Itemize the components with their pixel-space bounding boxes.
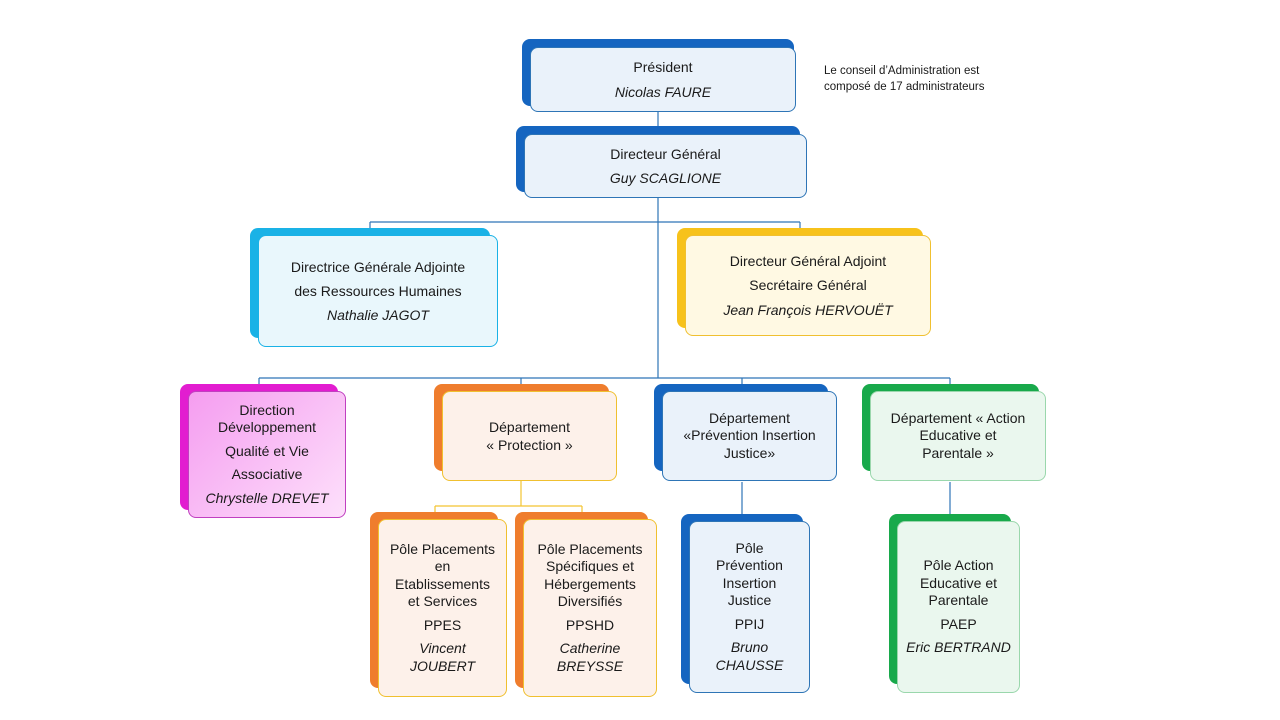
dg-title: Directeur Général [610,145,721,162]
paep-line3: Parentale [928,592,989,609]
dep-aep-line2: Educative et [919,427,997,444]
ppes-line2: en [434,558,451,575]
ppes-line1: Pôle Placements [389,540,496,557]
dgarh-line2: des Ressources Humaines [294,282,462,299]
ddqva-name: Chrystelle DREVET [205,489,329,506]
ppshd-line4: Diversifiés [557,593,623,610]
board-note-line2: composé de 17 administrateurs [824,81,985,94]
ppes-line4: et Services [407,593,478,610]
dep-aep-line1: Département « Action [890,409,1026,426]
dep-protection-line1: Département [489,418,570,435]
dgarh-name: Nathalie JAGOT [327,307,429,324]
board-note-line1: Le conseil d’Administration est [824,65,980,77]
dga-line1: Directeur Général Adjoint [729,253,887,270]
president-title: Président [633,59,693,76]
president-name: Nicolas FAURE [614,83,712,100]
paep-line1: Pôle Action [923,557,994,574]
ddqva-line2: Développement [217,419,317,436]
ddqva-line3: Qualité et Vie [225,442,309,459]
ppshd-line2: Spécifiques et [546,558,634,575]
dep-protection-line2: « Protection » [486,437,573,453]
ppshd-name1: Catherine [559,640,621,657]
ppes-line3: Etablissements [395,575,490,592]
ppes-abbr: PPES [423,616,462,633]
paep-abbr: PAEP [940,615,977,632]
dg-name: Guy SCAGLIONE [609,170,722,186]
ppshd-line3: Hébergements [544,575,636,592]
ppij-name: Bruno CHAUSSE [715,639,784,673]
ppshd-line1: Pôle Placements [537,540,643,557]
ppij-line4: Justice [727,592,772,609]
dep-pij-line3: Justice» [723,444,776,461]
paep-line2: Educative et [919,574,998,591]
paep-name: Eric BERTRAND [906,639,1011,656]
dep-pij-line1: Département [709,409,790,426]
dga-line2: Secrétaire Général [749,277,867,294]
ppshd-abbr: PPSHD [565,616,615,633]
ppij-line3: Insertion [722,574,777,591]
ppij-line2: Prévention [716,557,783,574]
dgarh-line1: Directrice Générale Adjointe [290,258,466,275]
dep-pij-line2: «Prévention Insertion [683,427,816,444]
dga-name: Jean François HERVOUËT [723,301,893,318]
ppes-name: Vincent JOUBERT [409,640,476,674]
dep-aep-line3: Parentale » [922,444,994,461]
ppshd-name2: BREYSSE [556,657,624,674]
ppij-line1: Pôle [735,539,764,556]
board-note: Le conseil d’Administration est composé … [824,63,1014,95]
ddqva-line4: Associative [231,466,303,483]
ddqva-line1: Direction [239,401,295,418]
ppij-abbr: PPIJ [734,615,765,632]
